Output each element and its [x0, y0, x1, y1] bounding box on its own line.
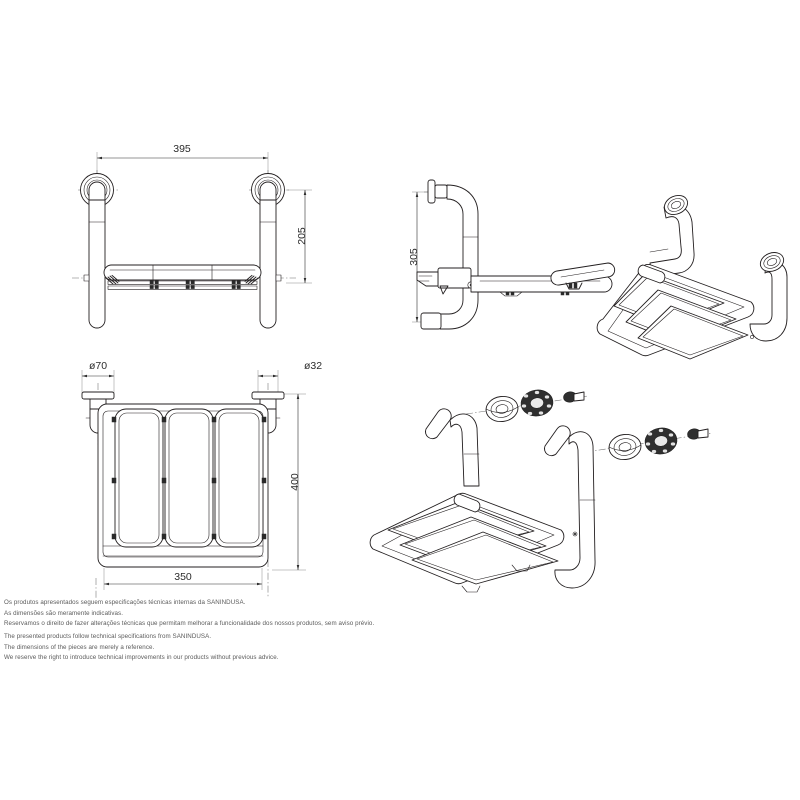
seat-slats-iso-upper [613, 273, 749, 360]
wall-flange-right [251, 173, 285, 207]
note-en-line-2: The dimensions of the pieces are merely … [4, 643, 155, 651]
grab-bar-leg-right [259, 199, 277, 329]
dim-label-205: 205 [296, 227, 308, 245]
dim-label-400: 400 [289, 473, 301, 491]
note-en-line-3: We reserve the right to introduce techni… [4, 654, 279, 662]
view-isometric-upper [550, 194, 788, 360]
view-plan [81, 370, 306, 598]
dimension-205 [286, 189, 312, 284]
fixing-screw-1 [563, 391, 585, 403]
pivot-tube-iso-lower [453, 493, 481, 513]
dimension-dia-70 [81, 370, 115, 394]
seat-slat-1 [114, 408, 164, 548]
dimension-350 [103, 568, 263, 590]
exploded-fixings-1 [465, 389, 589, 423]
seat-slats-iso-lower [387, 501, 559, 585]
rosette-plate-2 [644, 427, 678, 455]
slat-brackets [149, 280, 241, 289]
grab-bar-front-iso-lower [544, 425, 596, 589]
seat-feet-iso-lower [461, 564, 531, 593]
view-front-elevation [72, 152, 312, 329]
wall-plate-bottom [420, 312, 442, 330]
view-isometric-lower [369, 408, 596, 593]
grab-bar-profile [439, 184, 479, 330]
notes-english: The presented products follow technical … [4, 632, 279, 664]
grab-bar-front-iso [749, 252, 788, 342]
seat-slat-3 [214, 408, 264, 548]
slat-fixings-plan [111, 416, 267, 540]
note-pt-line-1: Os produtos apresentados seguem especifi… [4, 599, 246, 606]
exploded-fixings-2 [585, 427, 713, 461]
rosette-plate-1 [520, 389, 554, 417]
dim-label-dia-70: ø70 [89, 360, 107, 372]
folded-seat-assembly [83, 264, 282, 290]
support-arm-iso [550, 262, 616, 290]
note-pt-line-3: Reservamos o direito de fazer alterações… [4, 620, 375, 628]
dim-label-305: 305 [408, 248, 420, 266]
dimension-dia-32 [257, 370, 279, 394]
note-pt-line-2: As dimensões são meramente indicativas. [4, 609, 124, 617]
view-side-elevation [412, 179, 613, 330]
grab-bar-rear-iso [649, 194, 695, 278]
dim-label-395: 395 [173, 143, 191, 155]
cover-cap-2 [608, 433, 642, 461]
pivot-tube-iso-upper [637, 264, 666, 284]
dim-label-dia-32: ø32 [304, 360, 322, 372]
wall-plate-top [427, 179, 448, 204]
note-en-line-1: The presented products follow technical … [4, 633, 212, 640]
grab-bar-rear-iso-lower [425, 408, 480, 487]
dimension-395 [96, 152, 269, 190]
grab-bar-leg-left [88, 199, 106, 329]
dim-label-350: 350 [174, 571, 192, 583]
cover-cap-1 [485, 395, 519, 423]
fixing-screw-2 [687, 428, 709, 440]
notes-portuguese: Os produtos apresentados seguem especifi… [4, 598, 374, 630]
seat-slat-2 [164, 408, 214, 548]
